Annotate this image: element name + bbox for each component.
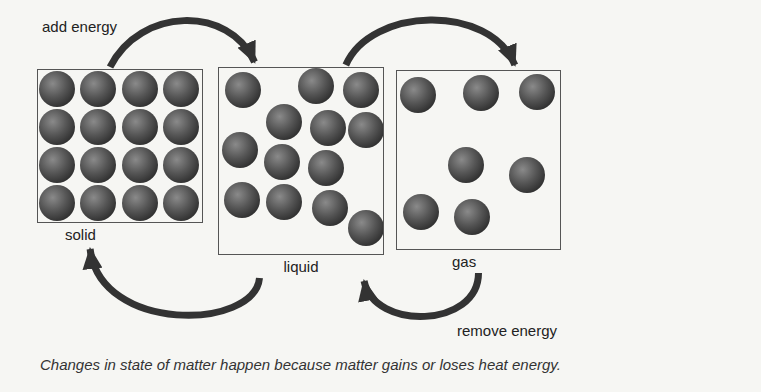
- energy-arrow: [90, 249, 259, 315]
- state-label: liquid: [218, 258, 384, 276]
- arrow-label: add energy: [40, 18, 119, 36]
- energy-arrow: [364, 273, 478, 316]
- solid-particles: [39, 71, 199, 221]
- box-outline: [37, 69, 203, 223]
- figure-caption: Changes in state of matter happen becaus…: [40, 356, 561, 374]
- energy-arrow: [110, 21, 254, 67]
- liquid-particles: [222, 68, 384, 246]
- box-outline: [396, 70, 561, 250]
- gas-particles: [400, 74, 555, 235]
- state-label: gas: [396, 253, 561, 271]
- state-label: solid: [37, 226, 203, 244]
- state-box: liquid: [218, 67, 384, 276]
- energy-arrow: [346, 20, 515, 65]
- box-outline: [218, 67, 384, 255]
- arrow-label: remove energy: [455, 322, 559, 340]
- state-box: gas: [396, 70, 561, 271]
- state-box: solid: [37, 69, 203, 244]
